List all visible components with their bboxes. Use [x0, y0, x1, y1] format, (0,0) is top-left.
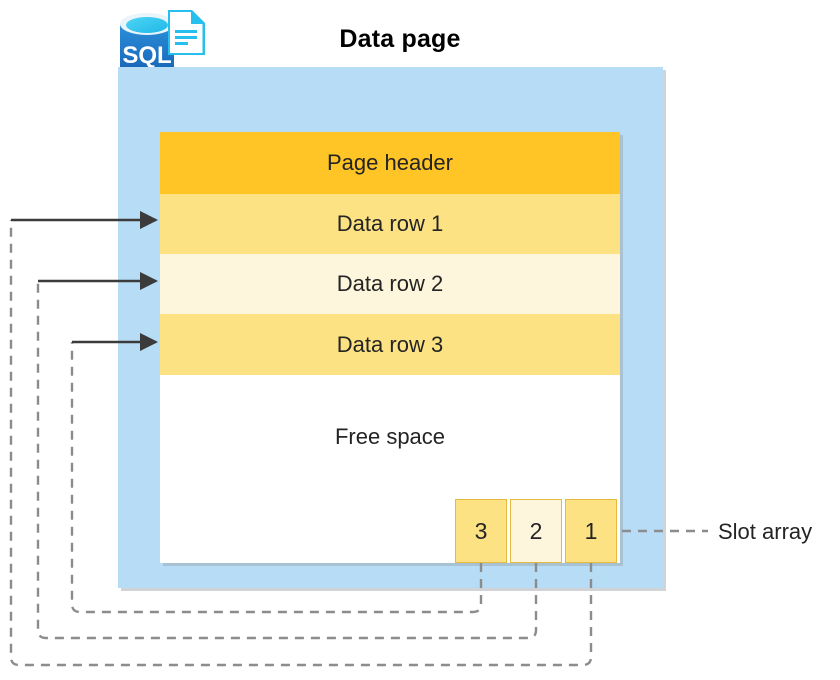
svg-text:SQL: SQL	[122, 42, 171, 69]
page-title: Data page	[339, 25, 461, 53]
page-header-band: Page header	[160, 132, 620, 194]
slot-box-3: 3	[455, 499, 507, 563]
data-row-3-band: Data row 3	[160, 314, 620, 375]
data-row-1-band: Data row 1	[160, 194, 620, 254]
slot-box-1: 1	[565, 499, 617, 563]
slot-array-label: Slot array	[718, 519, 813, 544]
slot-box-2: 2	[510, 499, 562, 563]
data-row-2-band: Data row 2	[160, 254, 620, 314]
free-space-band: Free space	[160, 375, 620, 499]
